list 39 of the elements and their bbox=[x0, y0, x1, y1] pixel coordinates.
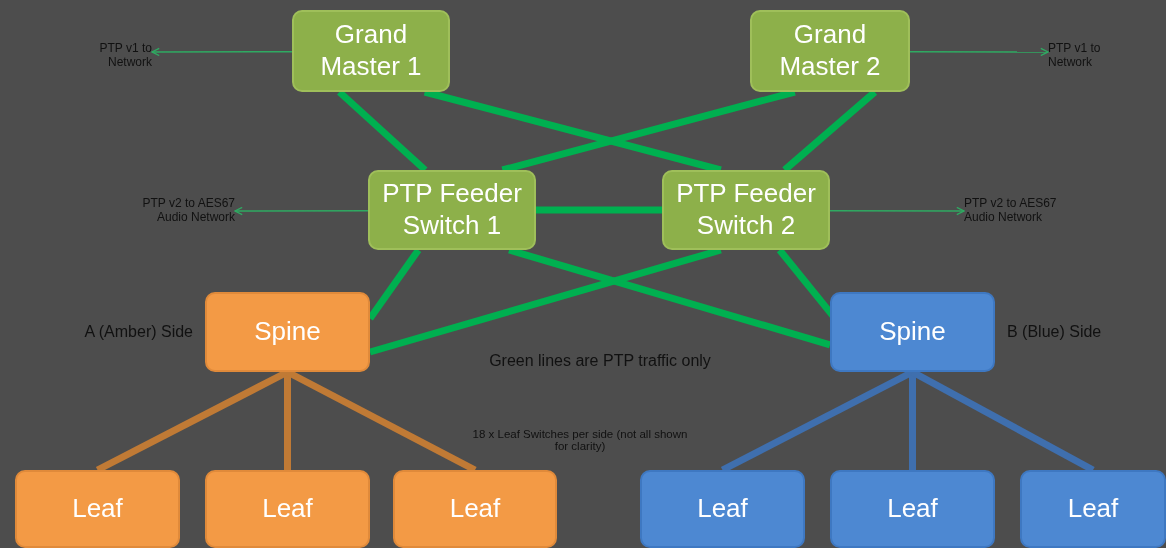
node-label: Leaf bbox=[262, 493, 313, 525]
switch-box bbox=[205, 470, 370, 548]
connector-line bbox=[782, 89, 878, 173]
network-label: PTP v1 to Network bbox=[98, 40, 152, 70]
arrow bbox=[909, 47, 1049, 57]
node-label: Leaf bbox=[697, 493, 748, 525]
node-label: Grand Master 1 bbox=[319, 19, 423, 83]
node-label: Leaf bbox=[72, 493, 123, 525]
note-text: Green lines are PTP traffic only bbox=[488, 352, 712, 370]
node-label: Spine bbox=[879, 316, 946, 348]
node-label: PTP Feeder Switch 2 bbox=[675, 178, 817, 242]
connector-line bbox=[536, 206, 662, 214]
network-label: PTP v2 to AES67 Audio Network bbox=[141, 195, 235, 225]
network-label: PTP v1 to Network bbox=[1048, 40, 1102, 70]
arrow bbox=[234, 206, 369, 216]
switch-box bbox=[15, 470, 180, 548]
network-label: PTP v2 to AES67 Audio Network bbox=[964, 195, 1058, 225]
connector-line bbox=[284, 372, 291, 470]
switch-box bbox=[662, 170, 830, 250]
switch-box bbox=[368, 170, 536, 250]
switch-box bbox=[750, 10, 910, 92]
connector-line bbox=[909, 372, 916, 470]
arrow bbox=[151, 47, 293, 57]
node-label: Grand Master 2 bbox=[778, 19, 882, 83]
side-label: B (Blue) Side bbox=[1007, 323, 1102, 341]
switch-box bbox=[640, 470, 805, 548]
side-label: A (Amber) Side bbox=[84, 323, 193, 341]
node-label: Leaf bbox=[1067, 493, 1119, 525]
node-label: Spine bbox=[254, 316, 321, 348]
switch-box bbox=[393, 470, 557, 548]
switch-box bbox=[1020, 470, 1166, 548]
arrow bbox=[829, 206, 965, 216]
switch-box bbox=[292, 10, 450, 92]
node-label: Leaf bbox=[449, 493, 501, 525]
note-text: 18 x Leaf Switches per side (not all shown for clarity) bbox=[471, 428, 689, 452]
connector-line bbox=[337, 89, 428, 173]
node-label: Leaf bbox=[887, 493, 938, 525]
switch-box bbox=[830, 470, 995, 548]
node-label: PTP Feeder Switch 1 bbox=[381, 178, 523, 242]
